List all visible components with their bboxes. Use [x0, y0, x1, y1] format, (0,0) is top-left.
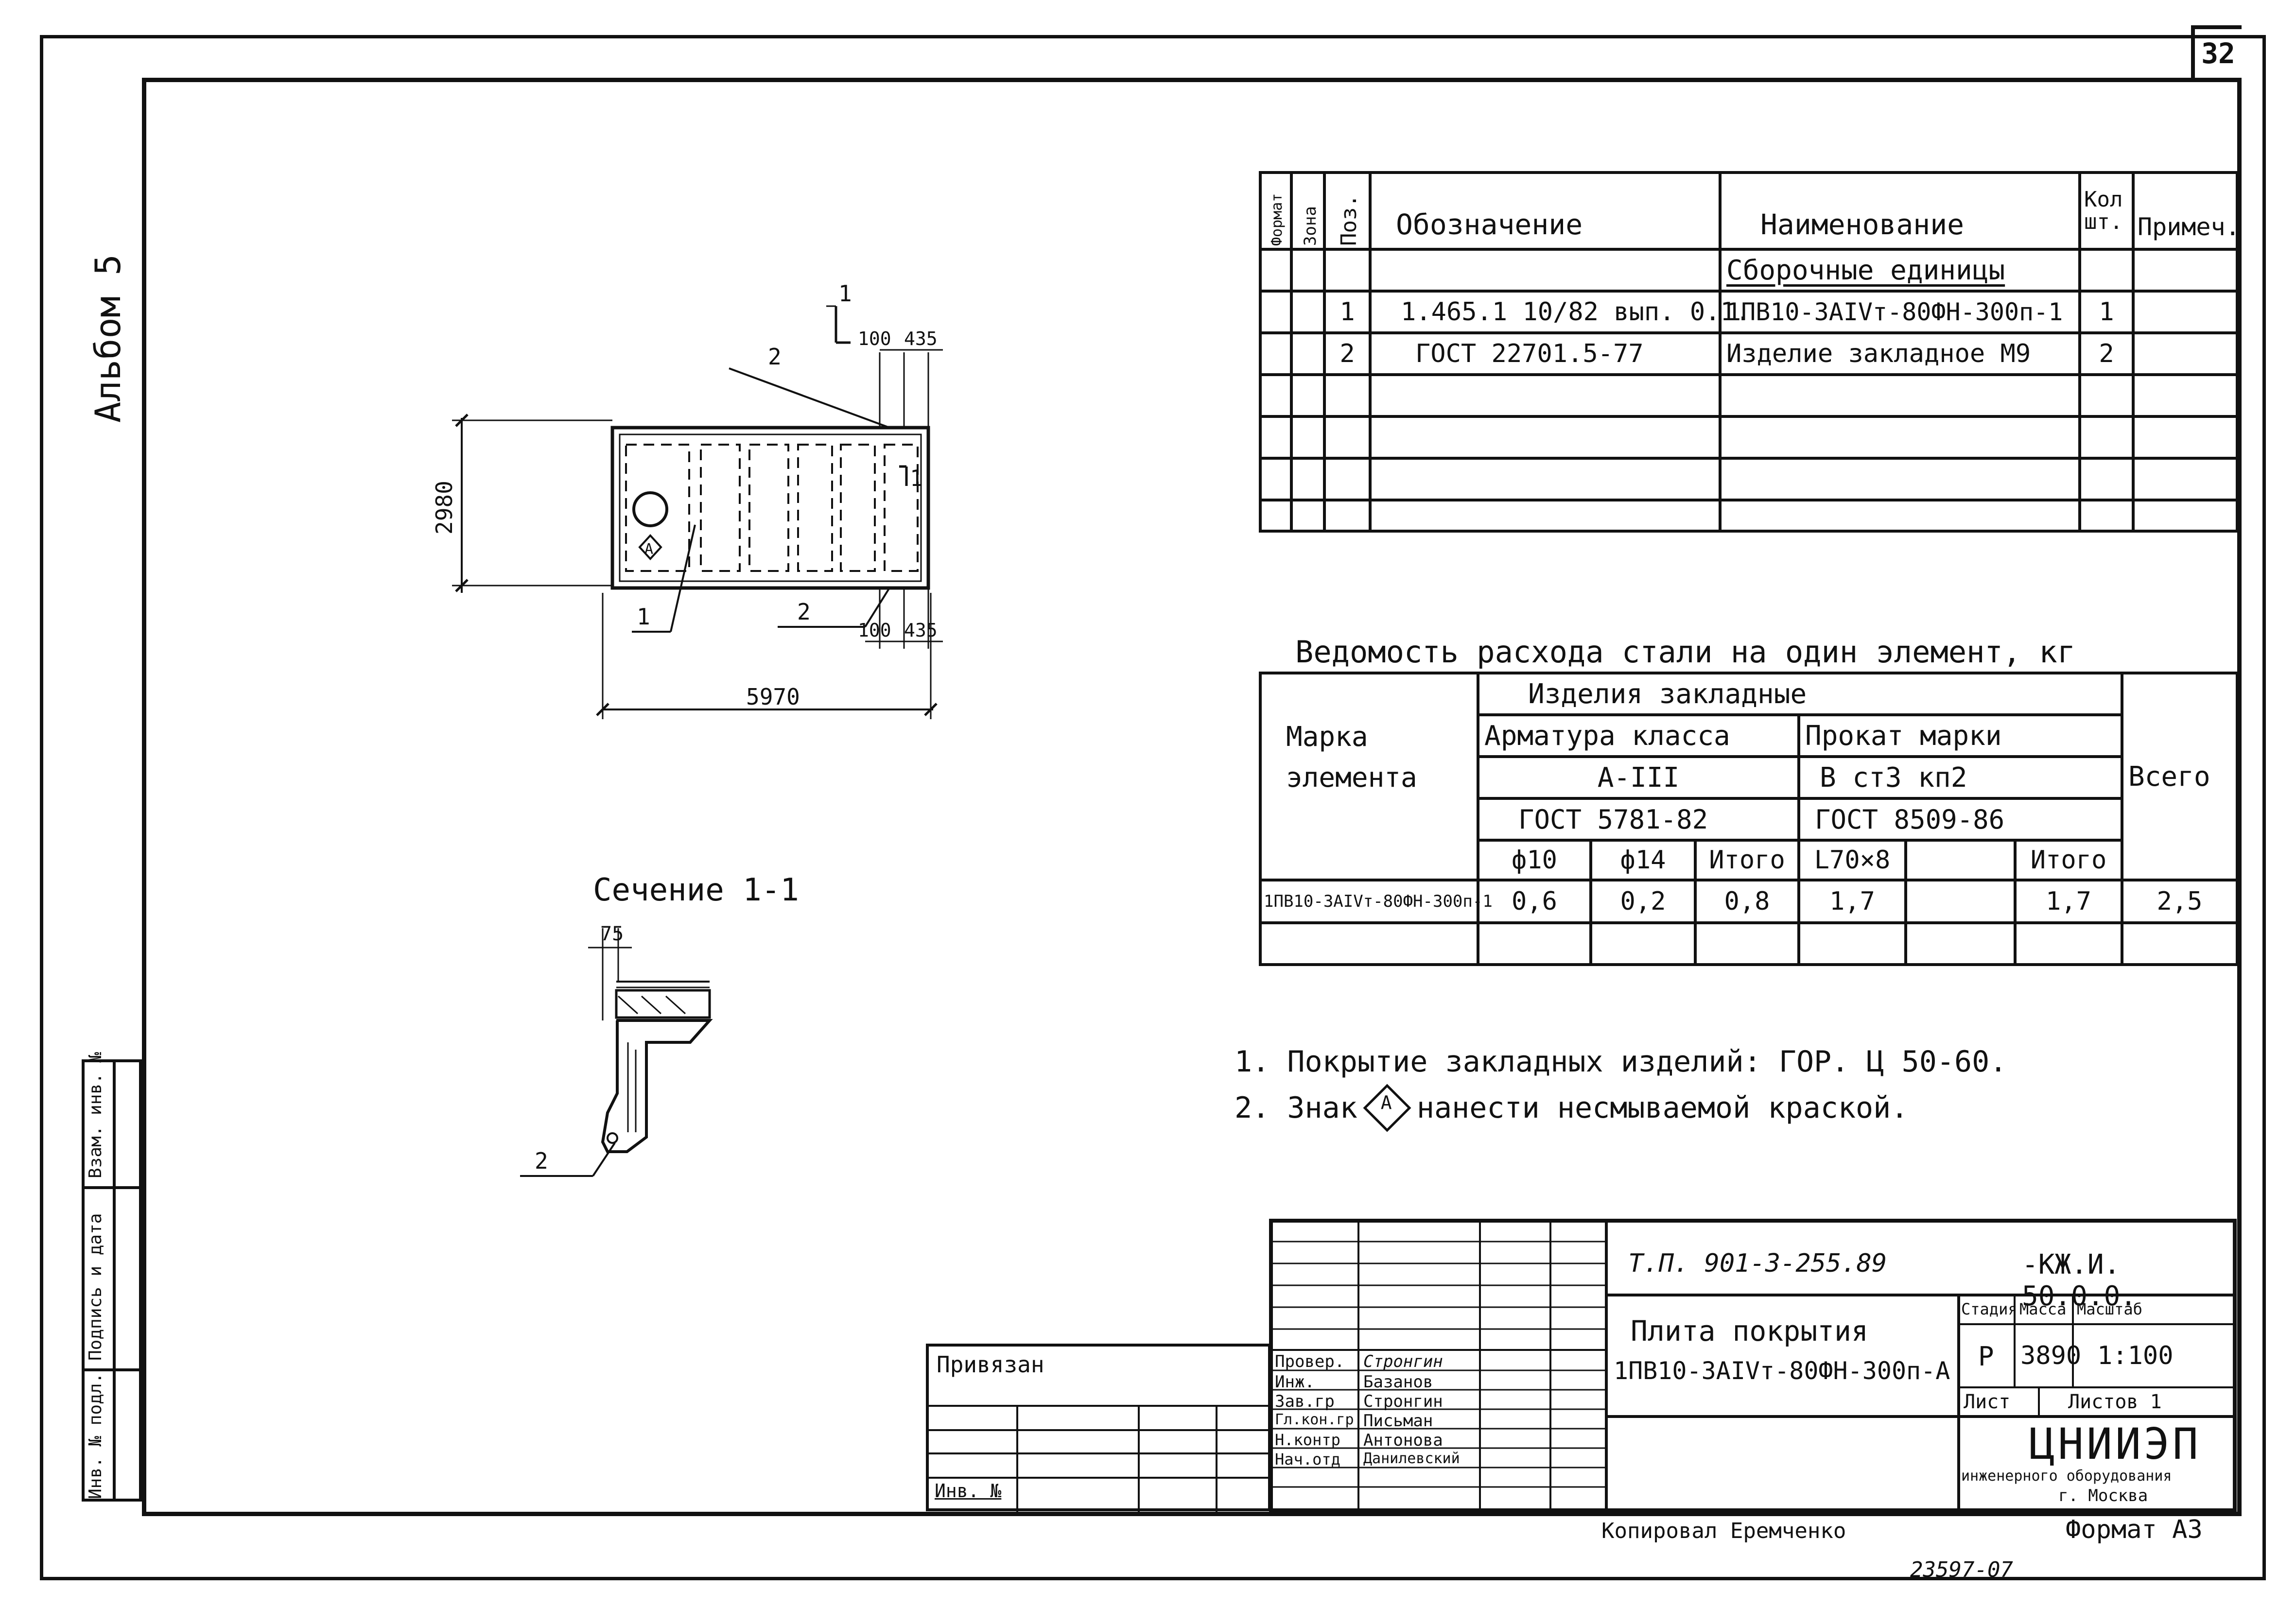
rolled-grade: В ст3 кп2	[1797, 755, 2123, 800]
sign-icon: А	[1363, 1084, 1411, 1132]
spec-section-title: Сборочные единицы	[1719, 248, 2081, 293]
col-f14: ф14	[1589, 839, 1697, 881]
col-pos: Поз.	[1323, 171, 1372, 251]
col-subtotal-rebar: Итого	[1694, 839, 1800, 881]
section-mark-mid: 1	[910, 465, 923, 491]
plan-callout-2-bottom: 2	[797, 599, 811, 625]
mass-value: 3890	[2020, 1341, 2082, 1370]
org-name: ЦНИИЭП	[2029, 1419, 2201, 1469]
rebar-gost: ГОСТ 5781-82	[1477, 797, 1800, 842]
col-qty: Кол шт.	[2078, 171, 2135, 251]
spec-table: Формат Зона Поз. Обозначение Наименовани…	[1259, 171, 2240, 533]
tied-block: Привязан Инв. №	[926, 1344, 1271, 1512]
signer-row: Провер.Стронгин	[1275, 1352, 1443, 1371]
col-angle: L70×8	[1797, 839, 1907, 881]
col-designation: Обозначение	[1369, 171, 1722, 251]
steel-row: 1ПВ10-3АIVт-80ФН-300п-1 0,6 0,2 0,8 1,7 …	[1259, 879, 2239, 924]
spec-row: 1 1.465.1 10/82 вып. 0.1. 1ПВ10-3АIVт-80…	[1259, 290, 2239, 334]
plan-width-dim: 5970	[746, 684, 800, 710]
note-2: 2. Знак А нанести несмываемой краской.	[1235, 1084, 1908, 1132]
tied-label: Привязан	[937, 1351, 1044, 1378]
plan-callout-2-top: 2	[768, 344, 782, 370]
org-city: г. Москва	[2058, 1486, 2148, 1505]
stamp-number: 23597-07	[1910, 1557, 2013, 1582]
album-label: Альбом 5	[87, 254, 128, 423]
rebar-class: А-III	[1477, 755, 1800, 800]
org-sub: инженерного оборудования	[1961, 1468, 2172, 1485]
section-drawing: 75 2	[520, 923, 713, 1177]
mass-label: Масса	[2019, 1300, 2067, 1318]
section-mark-top: 1	[838, 280, 852, 307]
scale-value: 1:100	[2097, 1341, 2174, 1370]
col-f10: ф10	[1477, 839, 1592, 881]
format-label: Формат А3	[2066, 1515, 2203, 1544]
note-1: 1. Покрытие закладных изделий: ГОР. Ц 50…	[1235, 1045, 2007, 1079]
steel-table: Марка элемента Изделия закладные Всего А…	[1259, 672, 2239, 966]
drawing-frame	[142, 78, 2242, 1516]
spec-row: 2 ГОСТ 22701.5-77 Изделие закладное М9 2	[1259, 331, 2239, 376]
col-format: Формат	[1259, 171, 1293, 251]
rolled-gost: ГОСТ 8509-86	[1797, 797, 2123, 842]
col-name: Наименование	[1719, 171, 2081, 251]
rebar-header: Арматура класса	[1477, 713, 1800, 758]
side-label-repl: Взам. инв. №	[86, 1052, 105, 1178]
inv-label: Инв. №	[935, 1480, 1002, 1502]
copied-by: Копировал Еремченко	[1601, 1519, 1846, 1543]
sheet-label: Лист	[1964, 1391, 2011, 1413]
sheets-label: Листов 1	[2068, 1391, 2162, 1413]
plan-dim-100-top: 100	[858, 328, 891, 349]
stage-label: Стадия	[1961, 1300, 2018, 1318]
drawing-title-1: Плита покрытия	[1631, 1314, 1868, 1348]
doc-code: -КЖ.И. 50.0.0.	[2022, 1249, 2137, 1312]
signer-row: Инж.Базанов	[1275, 1372, 1433, 1392]
mark-header: Марка элемента	[1259, 672, 1479, 840]
col-subtotal-rolled: Итого	[2014, 839, 2123, 881]
col-note: Примеч.	[2132, 171, 2240, 251]
side-label-sign: Подпись и дата	[86, 1213, 105, 1361]
plan-dim-435-bottom: 435	[904, 620, 938, 641]
steel-table-title: Ведомость расхода стали на один элемент,…	[1295, 634, 2076, 670]
plan-sign-letter: А	[644, 541, 653, 558]
section-callout-2: 2	[535, 1148, 548, 1174]
scale-label: Масштаб	[2077, 1300, 2142, 1318]
doc-number: Т.П. 901-3-255.89	[1628, 1249, 1887, 1278]
rolled-header: Прокат марки	[1797, 713, 2123, 758]
plan-dim-435-top: 435	[904, 328, 938, 349]
plan-drawing: 5970 2980 100 435 100 435 1 1 1 2 2 А	[431, 280, 943, 719]
plan-height-dim: 2980	[431, 481, 457, 535]
section-dim: 75	[600, 923, 624, 945]
embedded-header: Изделия закладные	[1477, 672, 2123, 716]
stage-value: Р	[1978, 1341, 1994, 1372]
plan-dim-100-bottom: 100	[858, 620, 891, 641]
side-stamp	[82, 1059, 142, 1502]
section-title: Сечение 1-1	[593, 872, 799, 908]
drawing-title-2: 1ПВ10-3АIVт-80ФН-300п-А	[1614, 1357, 1950, 1385]
plan-callout-1: 1	[637, 604, 650, 630]
sheet-number: 32	[2191, 25, 2242, 78]
col-zone: Зона	[1290, 171, 1326, 251]
outer-frame	[40, 35, 2266, 1580]
total-header: Всего	[2121, 672, 2239, 881]
side-label-inv: Инв. № подл.	[86, 1372, 105, 1499]
